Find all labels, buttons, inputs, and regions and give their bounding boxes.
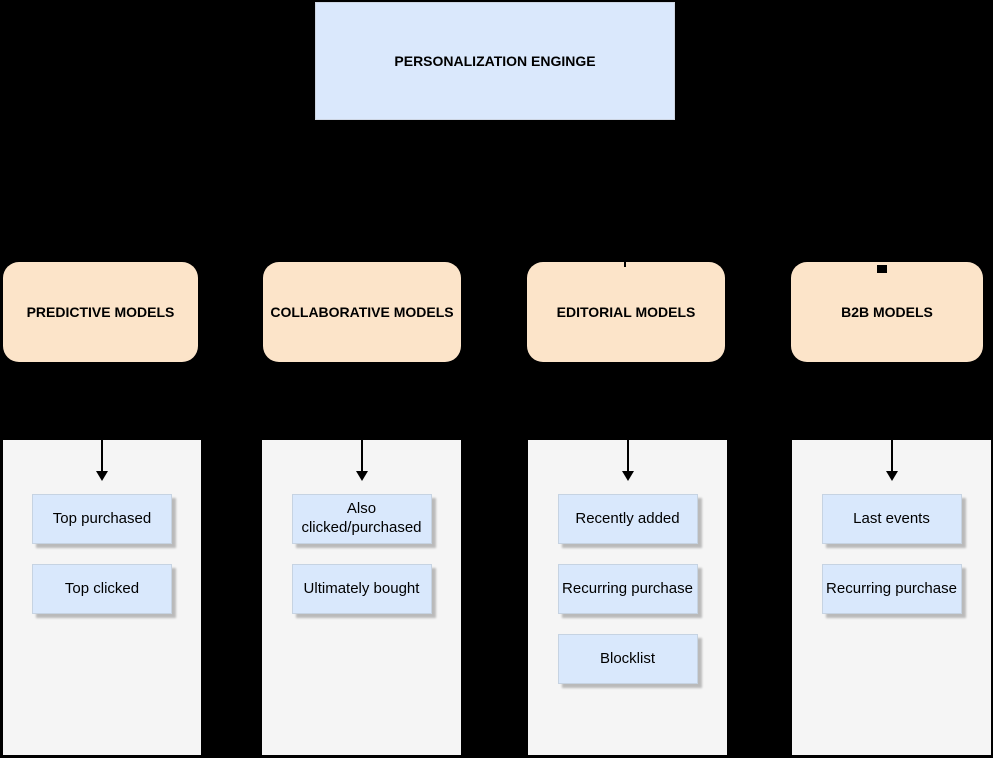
node-collaborative-models: COLLABORATIVE MODELS	[263, 262, 461, 362]
node-personalization-engine: PERSONALIZATION ENGINGE	[315, 2, 675, 120]
arrow-head-icon	[621, 471, 634, 481]
arrow-shaft	[890, 440, 893, 473]
arrow-shaft	[101, 440, 103, 473]
arrow-head-icon	[885, 471, 898, 481]
connector-stub	[877, 265, 887, 273]
panel-collaborative: Also clicked/purchased Ultimately bought	[262, 440, 461, 755]
item-blocklist: Blocklist	[557, 634, 698, 684]
item-recently-added: Recently added	[557, 494, 698, 544]
item-also-clicked-purchased: Also clicked/purchased	[291, 494, 432, 544]
item-recurring-purchase-b2b: Recurring purchase	[821, 564, 962, 614]
arrow-shaft	[360, 440, 363, 473]
item-last-events: Last events	[821, 494, 962, 544]
panel-editorial: Recently added Recurring purchase Blockl…	[528, 440, 727, 755]
node-b2b-models-label: B2B MODELS	[841, 304, 933, 320]
item-label: Also clicked/purchased	[301, 500, 422, 536]
item-label: Ultimately bought	[303, 579, 420, 597]
item-ultimately-bought: Ultimately bought	[291, 564, 432, 614]
item-top-purchased: Top purchased	[32, 494, 172, 544]
connector-stub	[624, 262, 626, 267]
node-editorial-models-label: EDITORIAL MODELS	[556, 304, 696, 320]
item-label: Recurring purchase	[826, 579, 957, 597]
item-recurring-purchase: Recurring purchase	[557, 564, 698, 614]
panel-b2b: Last events Recurring purchase	[792, 440, 991, 755]
panel-predictive: Top purchased Top clicked	[3, 440, 201, 755]
item-top-clicked: Top clicked	[32, 564, 172, 614]
item-label: Blocklist	[599, 649, 655, 667]
arrow-head-icon	[96, 471, 108, 481]
node-collaborative-models-label: COLLABORATIVE MODELS	[270, 304, 454, 320]
arrow-head-icon	[355, 471, 368, 481]
item-label: Recurring purchase	[562, 579, 693, 597]
node-predictive-models: PREDICTIVE MODELS	[3, 262, 198, 362]
item-label: Top purchased	[52, 509, 152, 527]
node-b2b-models: B2B MODELS	[791, 262, 983, 362]
item-label: Recently added	[575, 509, 680, 527]
arrow-shaft	[626, 440, 629, 473]
node-editorial-models: EDITORIAL MODELS	[527, 262, 725, 362]
item-label: Last events	[853, 509, 930, 527]
item-label: Top clicked	[64, 579, 140, 597]
node-personalization-engine-label: PERSONALIZATION ENGINGE	[394, 53, 596, 69]
node-predictive-models-label: PREDICTIVE MODELS	[26, 304, 175, 320]
